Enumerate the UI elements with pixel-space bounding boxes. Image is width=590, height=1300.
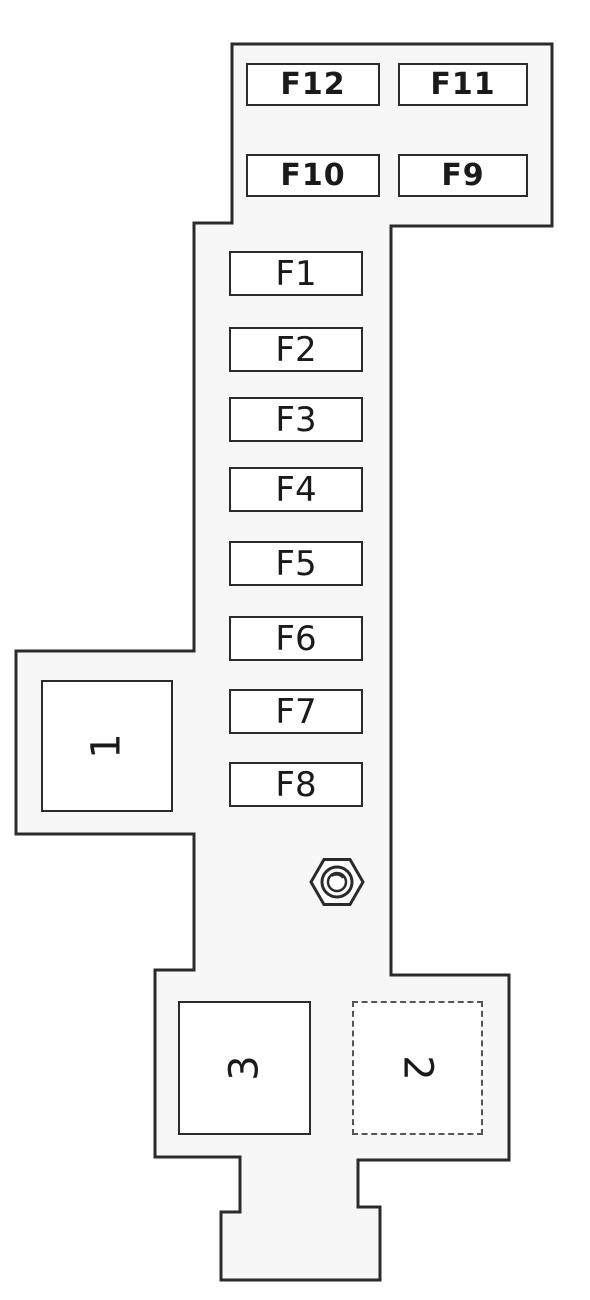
fuse-f12: F12 [246,63,380,106]
fuse-label: F6 [275,618,317,659]
relay-label: 1 [83,733,130,759]
fuse-box-housing [14,42,554,1282]
fuse-label: F8 [275,764,317,805]
fuse-label: F12 [280,66,346,102]
fuse-f4: F4 [229,467,363,512]
fuse-f7: F7 [229,689,363,734]
fuse-f3: F3 [229,397,363,442]
relay-label: 3 [221,1055,268,1081]
fuse-label: F5 [275,543,317,584]
fuse-label: F3 [275,399,317,440]
fuse-label: F1 [275,253,317,294]
fuse-f6: F6 [229,616,363,661]
relay-2: 2 [352,1001,483,1135]
relay-label: 2 [394,1055,441,1081]
fuse-label: F2 [275,329,317,370]
fuse-f9: F9 [398,154,528,197]
fuse-f2: F2 [229,327,363,372]
fuse-label: F10 [280,157,346,193]
fuse-f1: F1 [229,251,363,296]
fuse-f10: F10 [246,154,380,197]
fuse-label: F11 [430,66,496,102]
relay-3: 3 [178,1001,311,1135]
relay-1: 1 [41,680,173,812]
fuse-f5: F5 [229,541,363,586]
hex-nut-icon [309,858,365,906]
fuse-label: F7 [275,691,317,732]
fuse-label: F9 [441,157,485,193]
fuse-f11: F11 [398,63,528,106]
fuse-f8: F8 [229,762,363,807]
fuse-label: F4 [275,469,317,510]
